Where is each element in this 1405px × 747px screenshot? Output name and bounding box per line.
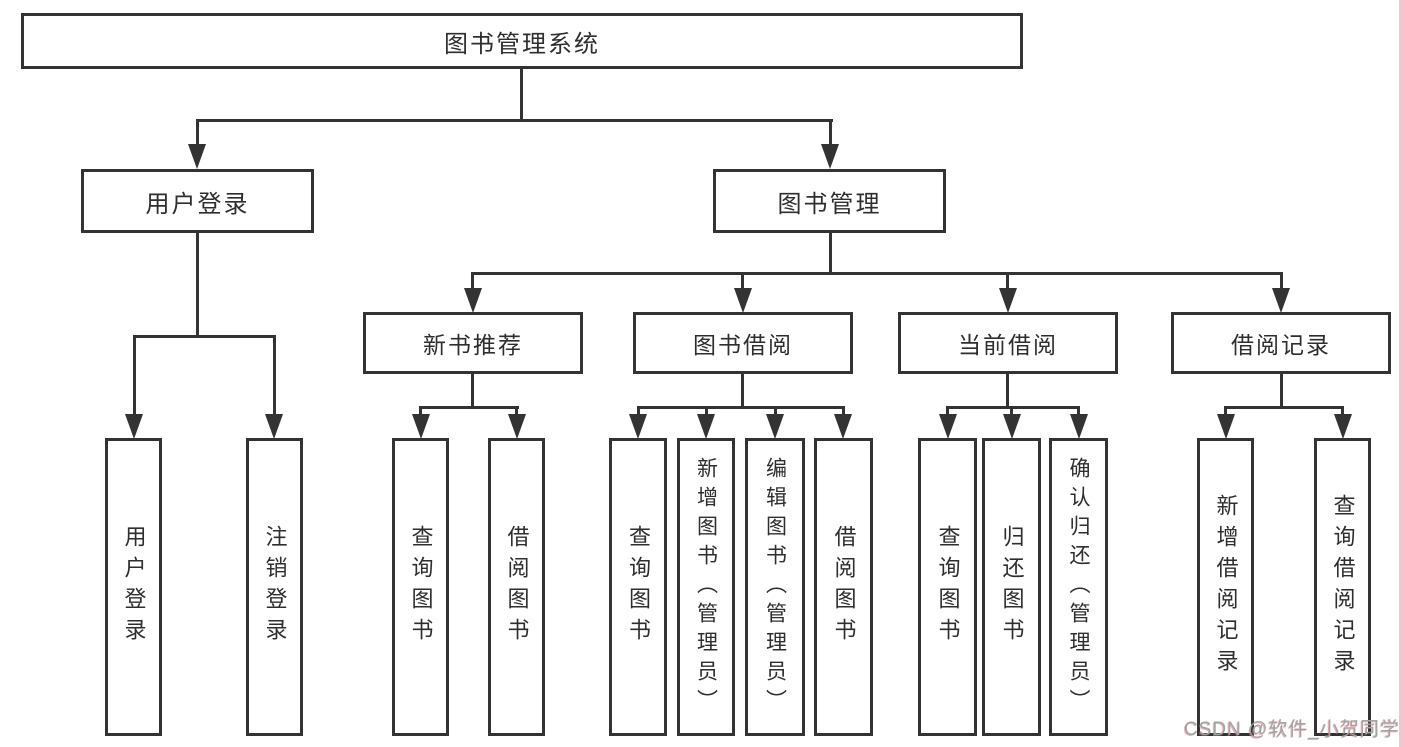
arrowhead-book-borrow-icon [734, 288, 752, 313]
arrowhead-leaf-edit-book-icon [766, 414, 784, 439]
right-edge-strip [1399, 0, 1405, 747]
node-borrow-records: 借阅记录 [1171, 312, 1391, 374]
leaf-logout-login-label: 注销登录 [262, 525, 288, 649]
connector-to-leaf-return-book [1010, 406, 1013, 418]
leaf-return-book: 归还图书 [982, 438, 1041, 736]
connector-borrow-records-split [1224, 406, 1344, 409]
arrowhead-leaf-query-borrow-icon [629, 414, 647, 439]
leaf-borrow-book-borrow: 借阅图书 [814, 438, 873, 736]
leaf-edit-book-admin-label: 编辑图书（管理员） [763, 456, 787, 718]
node-library-system: 图书管理系统 [21, 13, 1023, 69]
connector-to-leaf-logout [273, 335, 276, 417]
arrowhead-leaf-add-book-icon [697, 414, 715, 439]
leaf-borrow-book-recommend-label: 借阅图书 [504, 525, 530, 649]
connector-current-borrow-stem [1006, 374, 1009, 408]
connector-to-leaf-query-borrow [637, 406, 640, 418]
connector-to-leaf-borrow-recommend [515, 406, 518, 418]
arrowhead-leaf-confirm-return-icon [1070, 414, 1088, 439]
arrowhead-leaf-query-record-icon [1334, 414, 1352, 439]
connector-to-leaf-query-current [946, 406, 949, 418]
arrowhead-leaf-logout-icon [265, 414, 283, 439]
leaf-query-book-borrow: 查询图书 [609, 438, 667, 736]
leaf-query-book-recommend-label: 查询图书 [408, 525, 434, 649]
arrowhead-leaf-add-record-icon [1217, 414, 1235, 439]
connector-to-user-login [196, 119, 199, 147]
leaf-borrow-book-recommend: 借阅图书 [488, 438, 545, 736]
arrowhead-current-borrow-icon [999, 288, 1017, 313]
connector-to-book-borrow [741, 272, 744, 290]
leaf-add-book-admin-label: 新增图书（管理员） [694, 456, 718, 718]
node-current-borrow: 当前借阅 [898, 312, 1118, 374]
connector-new-book-recommend-stem [471, 374, 474, 408]
leaf-confirm-return-admin: 确认归还（管理员） [1049, 438, 1108, 736]
leaf-logout-login: 注销登录 [246, 438, 303, 736]
leaf-query-borrow-record: 查询借阅记录 [1314, 438, 1371, 736]
arrowhead-new-book-recommend-icon [464, 288, 482, 313]
leaf-query-book-recommend: 查询图书 [392, 438, 449, 736]
leaf-query-book-borrow-label: 查询图书 [626, 525, 651, 649]
connector-to-leaf-borrow-book [842, 406, 845, 418]
connector-to-leaf-query-recommend [419, 406, 422, 418]
arrowhead-leaf-query-recommend-icon [412, 414, 430, 439]
connector-to-leaf-confirm-return [1077, 406, 1080, 418]
node-new-book-recommend: 新书推荐 [363, 312, 583, 374]
arrowhead-book-management-icon [821, 144, 839, 169]
connector-root-stem [520, 69, 523, 121]
connector-to-current-borrow [1006, 272, 1009, 290]
arrowhead-borrow-records-icon [1272, 288, 1290, 313]
connector-user-login-stem [196, 233, 199, 337]
leaf-query-book-current-label: 查询图书 [935, 525, 961, 649]
connector-to-new-book-recommend [471, 272, 474, 290]
arrowhead-leaf-query-current-icon [939, 414, 957, 439]
leaf-return-book-label: 归还图书 [999, 525, 1025, 649]
watermark: CSDN @软件_小贺同学 [1184, 719, 1400, 740]
leaf-user-login: 用户登录 [105, 438, 162, 736]
arrowhead-leaf-borrow-recommend-icon [508, 414, 526, 439]
connector-current-borrow-split [946, 406, 1080, 409]
leaf-confirm-return-admin-label: 确认归还（管理员） [1067, 456, 1090, 718]
arrowhead-leaf-return-book-icon [1003, 414, 1021, 439]
leaf-borrow-book-borrow-label: 借阅图书 [831, 525, 857, 649]
connector-to-leaf-add-record [1224, 406, 1227, 418]
connector-user-login-split [133, 335, 276, 338]
arrowhead-leaf-user-login-icon [125, 414, 143, 439]
connector-book-management-stem [829, 233, 832, 275]
leaf-add-borrow-record-label: 新增借阅记录 [1213, 494, 1239, 680]
connector-to-leaf-user-login [133, 335, 136, 417]
connector-new-book-recommend-split [419, 406, 519, 409]
leaf-query-book-current: 查询图书 [918, 438, 977, 736]
connector-book-management-split [472, 272, 1283, 275]
connector-to-leaf-edit-book [774, 406, 777, 418]
arrowhead-user-login-icon [188, 144, 206, 169]
connector-book-borrow-stem [741, 374, 744, 408]
leaf-query-borrow-record-label: 查询借阅记录 [1330, 494, 1356, 680]
leaf-add-borrow-record: 新增借阅记录 [1197, 438, 1254, 736]
connector-to-leaf-query-record [1341, 406, 1344, 418]
connector-book-borrow-split [637, 406, 845, 409]
connector-borrow-records-stem [1280, 374, 1283, 408]
node-book-management: 图书管理 [713, 169, 946, 233]
connector-to-book-management [829, 119, 832, 147]
leaf-edit-book-admin: 编辑图书（管理员） [745, 438, 805, 736]
leaf-add-book-admin: 新增图书（管理员） [677, 438, 735, 736]
node-book-borrow: 图书借阅 [633, 312, 853, 374]
leaf-user-login-label: 用户登录 [121, 525, 147, 649]
connector-to-leaf-add-book [705, 406, 708, 418]
connector-to-borrow-records [1280, 272, 1283, 290]
arrowhead-leaf-borrow-book-icon [834, 414, 852, 439]
node-user-login: 用户登录 [81, 169, 314, 233]
connector-root-split [196, 119, 833, 122]
